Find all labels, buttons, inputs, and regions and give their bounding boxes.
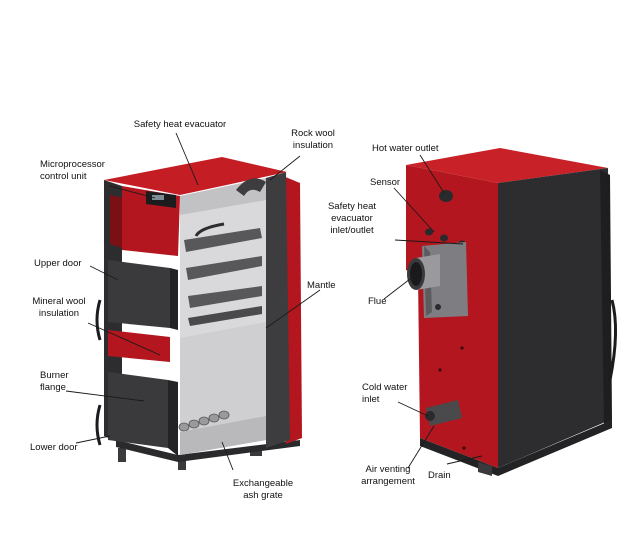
- label-cold-water-inlet: Cold water inlet: [362, 382, 408, 405]
- right-side-panel: [498, 168, 610, 468]
- label-mantle: Mantle: [307, 280, 336, 291]
- label-drain: Drain: [428, 470, 451, 481]
- label-air-venting-arrangement: Air venting arrangement: [361, 464, 415, 487]
- label-mineral-wool-insulation: Mineral wool insulation: [32, 296, 86, 319]
- right-top: [406, 148, 608, 183]
- left-right-panel: [266, 172, 290, 448]
- left-boiler-cutaway: [95, 157, 302, 470]
- left-base: [116, 440, 300, 462]
- leader-lines: [65, 132, 483, 471]
- right-boiler-rear: [406, 148, 618, 476]
- lower-door: [108, 372, 168, 448]
- label-burner-flange: Burner flange: [40, 370, 69, 393]
- label-safety-heat-evacuator: Safety heat evacuator: [133, 119, 227, 130]
- left-top-red: [104, 157, 287, 195]
- label-rock-wool-insulation: Rock wool insulation: [291, 128, 335, 151]
- label-lower-door: Lower door: [30, 442, 78, 453]
- label-safety-heat-evacuator-inlet-outlet: Safety heat evacuator inlet/outlet: [327, 201, 377, 236]
- label-exchangeable-ash-grate: Exchangeable ash grate: [232, 478, 294, 501]
- label-upper-door: Upper door: [34, 258, 82, 269]
- cleanout-box: [426, 400, 462, 426]
- hot-water-outlet: [439, 190, 453, 202]
- label-microprocessor-control-unit: Microprocessor control unit: [40, 159, 105, 182]
- label-sensor: Sensor: [370, 177, 401, 188]
- label-hot-water-outlet: Hot water outlet: [372, 143, 439, 154]
- label-flue: Flue: [368, 296, 387, 307]
- upper-door: [108, 260, 170, 328]
